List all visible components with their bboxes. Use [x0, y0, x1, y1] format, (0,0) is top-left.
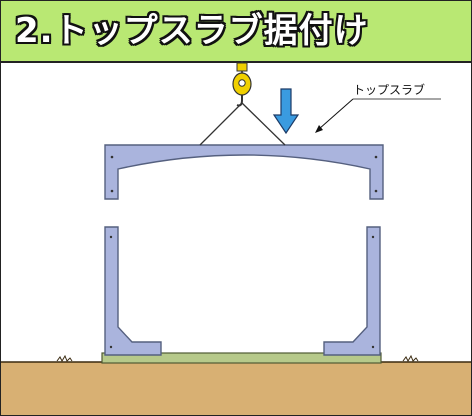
right-bottom-wall — [323, 226, 381, 356]
slab-anchor-dots — [110, 155, 378, 193]
top-slab-label: トップスラブ — [353, 83, 426, 97]
down-arrow-icon — [272, 88, 300, 135]
label-leader-line — [318, 98, 354, 130]
top-slab — [104, 144, 384, 200]
base-plate — [101, 352, 382, 364]
page-title: 2.トップスラブ据付け — [15, 11, 369, 51]
title-bar: 2.トップスラブ据付け — [1, 1, 471, 63]
ground — [1, 362, 471, 415]
lifting-slings — [199, 102, 286, 146]
grass-tufts — [56, 354, 419, 363]
crane-hook-icon — [232, 62, 252, 107]
wall-anchor-dots — [109, 235, 375, 349]
left-bottom-wall — [104, 226, 162, 356]
label-leader-arrowhead — [315, 125, 323, 133]
